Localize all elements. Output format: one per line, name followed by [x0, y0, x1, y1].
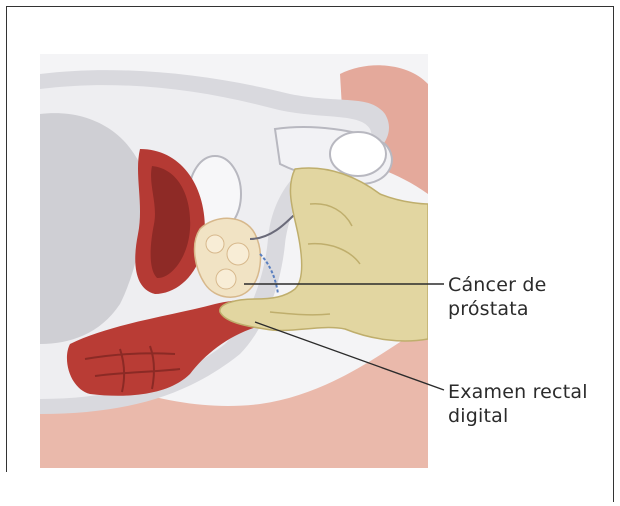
label-prostate-cancer: Cáncer de próstata [448, 273, 547, 321]
anatomy-illustration [40, 54, 428, 468]
label-digital-rectal-exam-line2: digital [448, 404, 588, 428]
label-prostate-cancer-line1: Cáncer de [448, 273, 547, 297]
label-digital-rectal-exam: Examen rectal digital [448, 380, 588, 428]
testis [330, 132, 386, 176]
tumor-nodule-1 [206, 235, 224, 253]
label-digital-rectal-exam-line1: Examen rectal [448, 380, 588, 404]
tumor-nodule-2 [227, 243, 249, 265]
tumor-nodule-3 [216, 269, 236, 289]
label-prostate-cancer-line2: próstata [448, 297, 547, 321]
frame-gap [5, 472, 9, 506]
